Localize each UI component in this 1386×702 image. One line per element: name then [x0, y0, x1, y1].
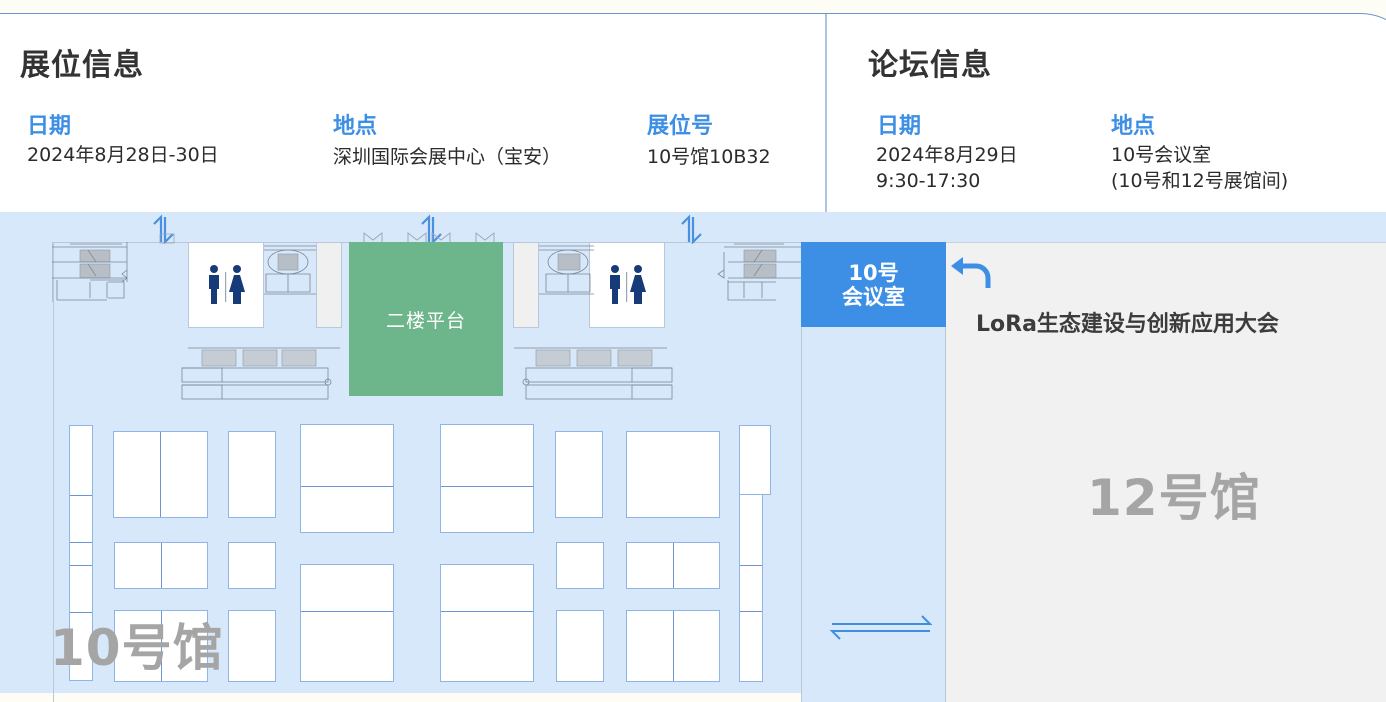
pillar [316, 242, 342, 328]
meeting-room-line1: 10号 [848, 260, 899, 285]
forum-time: 9:30-17:30 [876, 170, 981, 192]
booth[interactable] [626, 542, 720, 589]
forum-location-line2: (10号和12号展馆间) [1111, 170, 1289, 192]
booth[interactable] [556, 542, 604, 589]
booth-location-value: 深圳国际会展中心（宝安） [333, 146, 562, 168]
booth[interactable] [626, 431, 720, 518]
two-way-arrow-icon [829, 615, 933, 640]
turn-left-arrow-icon [951, 257, 991, 288]
booth[interactable] [228, 542, 276, 589]
forum-info-title: 论坛信息 [868, 48, 992, 83]
forum-date-label: 日期 [877, 114, 922, 139]
booth-info-title: 展位信息 [20, 48, 144, 83]
escalator-right [514, 347, 673, 400]
booth[interactable] [113, 431, 208, 518]
forum-location-line1: 10号会议室 [1111, 144, 1212, 166]
door-marks [363, 232, 495, 243]
hall-10-label: 10号馆 [50, 619, 224, 677]
booth[interactable] [739, 494, 763, 682]
elevator-block-right [717, 242, 802, 302]
booth[interactable] [228, 610, 276, 682]
booth[interactable] [440, 424, 534, 533]
booth[interactable] [300, 564, 394, 682]
booth[interactable] [114, 610, 208, 682]
forum-name: LoRa生态建设与创新应用大会 [976, 312, 1279, 337]
booth[interactable] [739, 425, 771, 495]
hall-12-label: 12号馆 [1087, 469, 1261, 527]
booth[interactable] [69, 425, 93, 681]
second-floor-platform[interactable]: 二楼平台 [349, 242, 503, 396]
stairs-updown-icon [681, 214, 702, 244]
booth[interactable] [114, 542, 208, 589]
booth[interactable] [228, 431, 276, 518]
booth-location-label: 地点 [333, 114, 378, 139]
hall-12-area [946, 242, 1386, 702]
pillar [513, 242, 539, 328]
booth[interactable] [556, 610, 604, 682]
meeting-room-line2: 会议室 [842, 284, 905, 309]
booth-date-label: 日期 [27, 114, 72, 139]
booth-number-value: 10号馆10B32 [647, 146, 771, 168]
booth[interactable] [440, 564, 534, 682]
platform-label: 二楼平台 [385, 309, 466, 332]
booth[interactable] [555, 431, 603, 518]
elevator-small-right [538, 245, 594, 295]
booth-date-value: 2024年8月28日-30日 [27, 144, 219, 166]
booth-number-label: 展位号 [647, 114, 714, 139]
elevator-block-left [52, 242, 128, 302]
booth[interactable] [300, 424, 394, 533]
escalator-left [181, 347, 340, 400]
header-divider [825, 14, 827, 212]
restroom-icon [209, 265, 245, 304]
elevator-small-left [264, 245, 320, 295]
restroom-icon [610, 265, 646, 304]
info-header [0, 13, 1386, 213]
meeting-room-10[interactable]: 10号 会议室 [801, 242, 946, 327]
forum-location-label: 地点 [1111, 114, 1156, 139]
booth[interactable] [626, 610, 720, 682]
stairs-updown-icon [153, 214, 175, 244]
forum-date-line1: 2024年8月29日 [876, 144, 1018, 166]
